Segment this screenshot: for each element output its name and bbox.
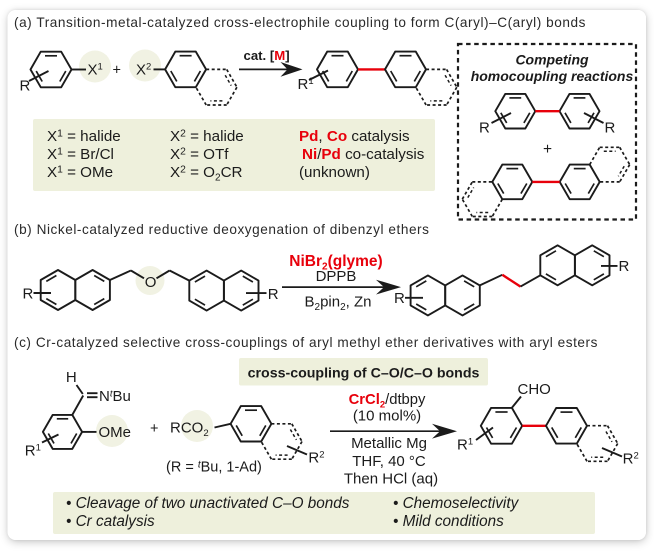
svg-text:R: R <box>394 290 405 307</box>
svg-text:Pd, Co catalysis: Pd, Co catalysis <box>299 128 410 145</box>
svg-text:R: R <box>605 120 616 137</box>
svg-text:X2 = halide: X2 = halide <box>170 128 244 145</box>
svg-text:X1 = halide: X1 = halide <box>47 128 121 145</box>
svg-text:(R = tBu, 1-Ad): (R = tBu, 1-Ad) <box>166 460 262 476</box>
svg-text:(a) Transition-metal-catalyzed: (a) Transition-metal-catalyzed cross-ele… <box>14 15 586 30</box>
svg-text:X1 = Br/Cl: X1 = Br/Cl <box>47 146 114 163</box>
svg-text:R: R <box>23 285 34 302</box>
svg-text:cat. [M]: cat. [M] <box>244 48 290 63</box>
svg-text:(10 mol%): (10 mol%) <box>353 408 421 425</box>
svg-text:R: R <box>619 258 630 275</box>
svg-text:CHO: CHO <box>518 381 551 398</box>
svg-text:THF, 40 °C: THF, 40 °C <box>352 453 426 470</box>
svg-text:DPPB: DPPB <box>316 268 357 285</box>
svg-text:Competing: Competing <box>515 52 589 68</box>
svg-text:(b) Nickel-catalyzed reductive: (b) Nickel-catalyzed reductive deoxygena… <box>14 222 429 237</box>
svg-text:+: + <box>113 63 121 79</box>
svg-text:H: H <box>66 369 77 386</box>
svg-text:• Cleavage of two unactivated: • Cleavage of two unactivated C–O bonds <box>66 495 350 512</box>
svg-text:cross-coupling of C–O/C–O bond: cross-coupling of C–O/C–O bonds <box>248 366 480 382</box>
svg-text:O: O <box>145 274 157 291</box>
svg-text:X2 = O2CR: X2 = O2CR <box>170 164 243 183</box>
svg-text:+: + <box>543 141 552 158</box>
svg-text:R: R <box>479 120 490 137</box>
svg-text:• Cr catalysis: • Cr catalysis <box>66 513 155 530</box>
svg-text:R: R <box>20 78 31 95</box>
svg-text:RCO2: RCO2 <box>170 420 209 440</box>
svg-text:(c) Cr-catalyzed selective cro: (c) Cr-catalyzed selective cross-couplin… <box>14 335 598 350</box>
svg-text:CrCl2/dtbpy: CrCl2/dtbpy <box>349 392 426 411</box>
svg-text:+: + <box>150 421 158 437</box>
svg-text:X2 = OTf: X2 = OTf <box>170 146 229 163</box>
svg-text:Metallic Mg: Metallic Mg <box>351 435 427 452</box>
svg-text:X1 = OMe: X1 = OMe <box>47 164 113 181</box>
svg-text:• Chemoselectivity: • Chemoselectivity <box>393 495 520 512</box>
svg-text:NiBr2(glyme): NiBr2(glyme) <box>289 253 382 273</box>
svg-text:homocoupling reactions: homocoupling reactions <box>471 68 634 84</box>
svg-text:R: R <box>268 286 279 303</box>
svg-text:B2pin2, Zn: B2pin2, Zn <box>304 294 371 314</box>
svg-text:NtBu: NtBu <box>99 388 131 405</box>
svg-text:• Mild conditions: • Mild conditions <box>393 513 504 530</box>
svg-text:(unknown): (unknown) <box>299 164 370 181</box>
svg-text:Then HCl (aq): Then HCl (aq) <box>344 471 438 488</box>
svg-text:OMe: OMe <box>99 424 132 441</box>
svg-text:Ni/Pd co-catalysis: Ni/Pd co-catalysis <box>302 146 425 163</box>
